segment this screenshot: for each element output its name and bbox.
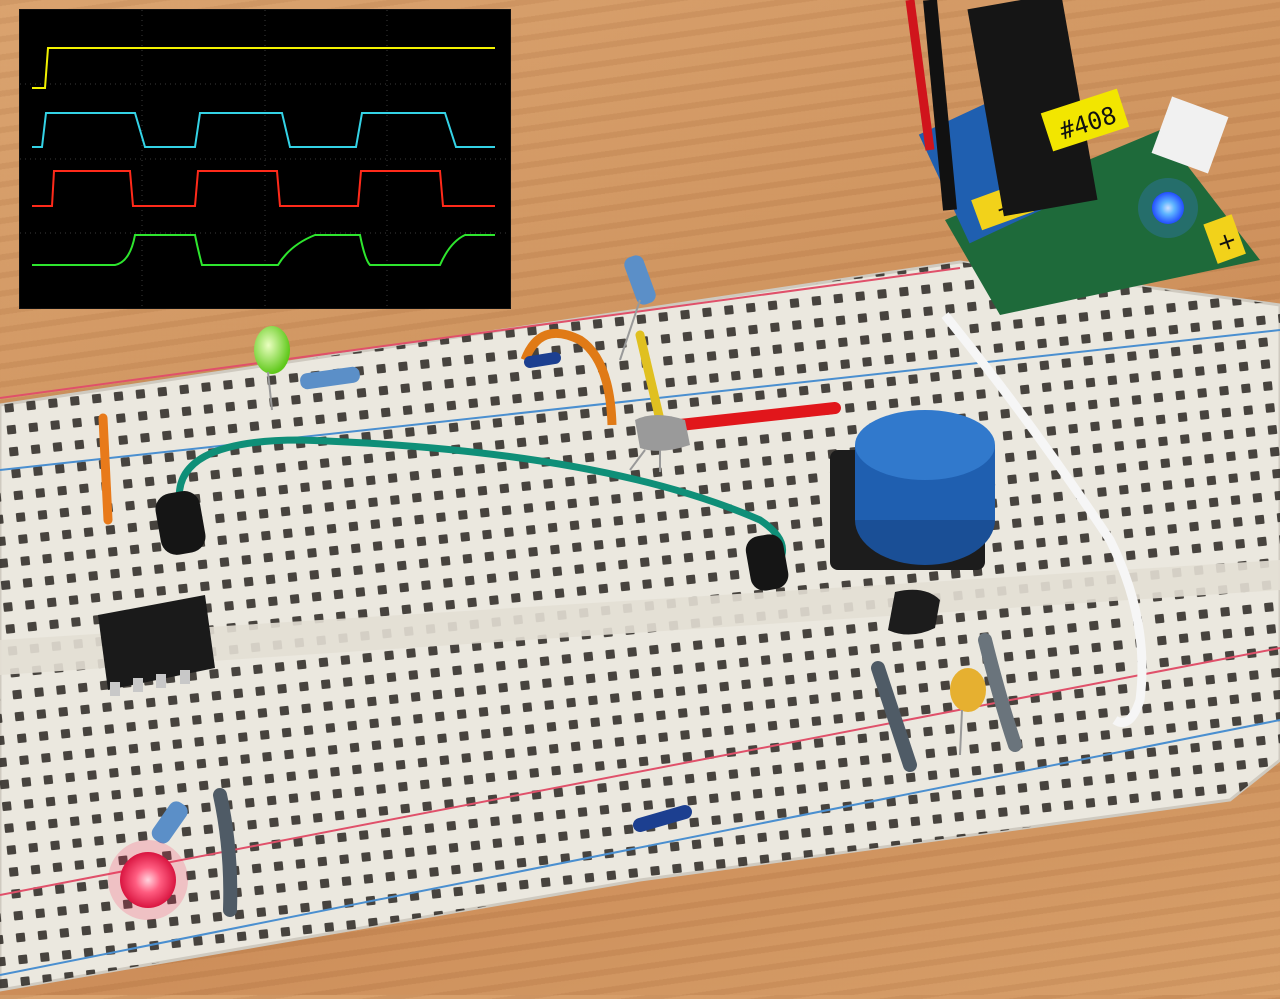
white-jumper-wire	[941, 312, 1147, 727]
barrel-jack	[967, 0, 1098, 217]
red-led	[108, 840, 188, 920]
oscilloscope-screen	[20, 10, 510, 308]
red-jumper-wire	[674, 402, 841, 431]
polarity-label-plus	[1203, 214, 1246, 264]
ic-chip-dip8	[98, 595, 215, 696]
rail-line-red-bottom	[0, 647, 1280, 896]
black-power-wire	[923, 0, 957, 211]
power-module-board: − + #408	[905, 0, 1260, 315]
grey-jumper-wire-2	[978, 633, 1022, 752]
trace-red	[32, 170, 495, 207]
ceramic-capacitor	[950, 668, 986, 712]
breadboard-center-channel	[0, 560, 1280, 675]
grey-jumper-wire-3	[213, 788, 238, 917]
transistor-to92-2	[888, 589, 940, 635]
rail-line-blue-top	[0, 329, 1280, 471]
blue-short-wire-2	[633, 805, 692, 832]
scope-graticule	[20, 10, 510, 308]
resistor-2	[619, 255, 656, 361]
oscilloscope-inset	[20, 10, 510, 308]
black-cylinder-component-1	[155, 491, 206, 555]
black-cylinder-component-2	[745, 534, 789, 591]
trace-cyan	[32, 112, 495, 148]
transistor-to92-1	[629, 415, 690, 472]
trace-yellow	[32, 47, 495, 89]
rail-line-blue-bottom	[0, 719, 1280, 976]
jst-connector	[1151, 96, 1229, 174]
orange-short-wire	[98, 413, 113, 525]
tactile-push-button	[830, 410, 995, 570]
green-jumper-wire	[175, 436, 786, 562]
green-led	[254, 326, 290, 411]
rail-line-red-top	[0, 267, 961, 399]
yellow-jumper-wire	[635, 330, 665, 425]
resistor-4	[151, 801, 188, 844]
trace-green	[32, 234, 495, 266]
resistor-1	[300, 366, 360, 390]
grey-jumper-wire-1	[871, 661, 917, 772]
red-power-wire	[905, 0, 935, 151]
board-tag-label	[1040, 88, 1130, 152]
blue-led	[1152, 192, 1184, 224]
orange-jumper-wire	[520, 328, 617, 426]
blue-short-wire-1	[524, 352, 561, 368]
